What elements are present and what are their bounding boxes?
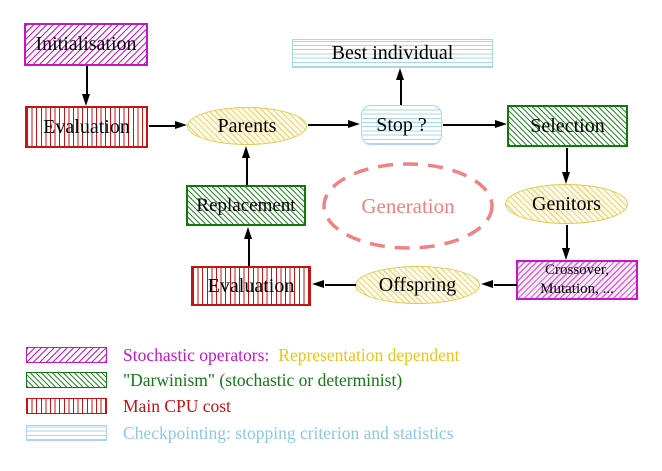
node-stop-test: Stop ? xyxy=(361,105,442,145)
node-offspring: Offspring xyxy=(355,266,480,304)
arrowhead-icon xyxy=(242,146,250,158)
legend-text: Checkpointing: stopping criterion and st… xyxy=(123,423,454,444)
node-crossover-label-line2: Mutation, ... xyxy=(540,281,614,297)
legend-swatch-red-stripes xyxy=(26,398,107,414)
arrowhead-icon xyxy=(82,94,90,106)
node-stop-test-label: Stop ? xyxy=(376,113,427,136)
arrowhead-icon xyxy=(348,120,360,128)
arrow-line xyxy=(308,124,349,126)
arrowhead-icon xyxy=(495,120,507,128)
generation-cycle-ellipse: Generation xyxy=(320,160,496,252)
node-crossover-mutation: Crossover, Mutation, ... xyxy=(516,260,638,300)
legend-swatch-magenta-hatch xyxy=(26,347,107,363)
arrow-line xyxy=(86,66,88,95)
node-initialisation-label: Initialisation xyxy=(35,33,137,55)
node-genitors: Genitors xyxy=(505,184,628,224)
node-evaluation-bottom-label: Evaluation xyxy=(207,274,295,297)
arrowhead-icon xyxy=(562,172,570,184)
arrow-line xyxy=(246,157,248,185)
node-evaluation-bottom: Evaluation xyxy=(191,266,311,306)
arrow-line xyxy=(149,125,176,127)
legend-label-stochastic-operators: Stochastic operators: xyxy=(123,345,270,365)
node-parents: Parents xyxy=(187,107,307,145)
node-parents-label: Parents xyxy=(217,114,277,137)
node-selection-label: Selection xyxy=(530,114,605,137)
node-initialisation: Initialisation xyxy=(24,23,148,66)
legend-label-darwinism: "Darwinism" (stochastic or determinist) xyxy=(123,370,403,390)
arrow-line xyxy=(325,284,356,286)
legend-label-checkpointing: Checkpointing: stopping criterion and st… xyxy=(123,423,454,443)
arrowhead-icon xyxy=(175,121,187,129)
node-offspring-label: Offspring xyxy=(378,273,457,296)
node-best-individual-label: Best individual xyxy=(331,42,454,64)
arrowhead-icon xyxy=(396,68,404,80)
legend-text: Main CPU cost xyxy=(123,396,231,417)
legend-text: Stochastic operators: Representation depe… xyxy=(123,345,460,366)
legend-label-representation-dependent: Representation dependent xyxy=(278,345,460,365)
legend-swatch-green-hatch xyxy=(26,372,107,388)
node-evaluation-top: Evaluation xyxy=(25,106,148,148)
legend-text: "Darwinism" (stochastic or determinist) xyxy=(123,370,402,391)
arrowhead-icon xyxy=(562,248,570,260)
arrow-line xyxy=(494,284,517,286)
node-crossover-label-line1: Crossover, xyxy=(545,262,609,279)
generation-label: Generation xyxy=(361,193,455,218)
node-replacement: Replacement xyxy=(186,185,306,226)
arrow-line xyxy=(248,238,250,266)
node-best-individual: Best individual xyxy=(292,39,493,68)
arrow-line xyxy=(443,124,496,126)
legend-label-main-cpu-cost: Main CPU cost xyxy=(123,396,231,416)
dashed-ellipse-icon xyxy=(322,162,494,250)
legend-swatch-cyan-stripes xyxy=(26,425,107,441)
arrowhead-icon xyxy=(312,280,324,288)
arrow-line xyxy=(566,225,568,249)
node-evaluation-top-label: Evaluation xyxy=(43,115,130,138)
node-replacement-label: Replacement xyxy=(196,194,296,216)
arrow-line xyxy=(400,79,402,105)
arrowhead-icon xyxy=(481,280,493,288)
arrow-line xyxy=(566,148,568,173)
node-genitors-label: Genitors xyxy=(532,192,601,215)
node-selection: Selection xyxy=(507,105,628,147)
arrowhead-icon xyxy=(244,227,252,239)
